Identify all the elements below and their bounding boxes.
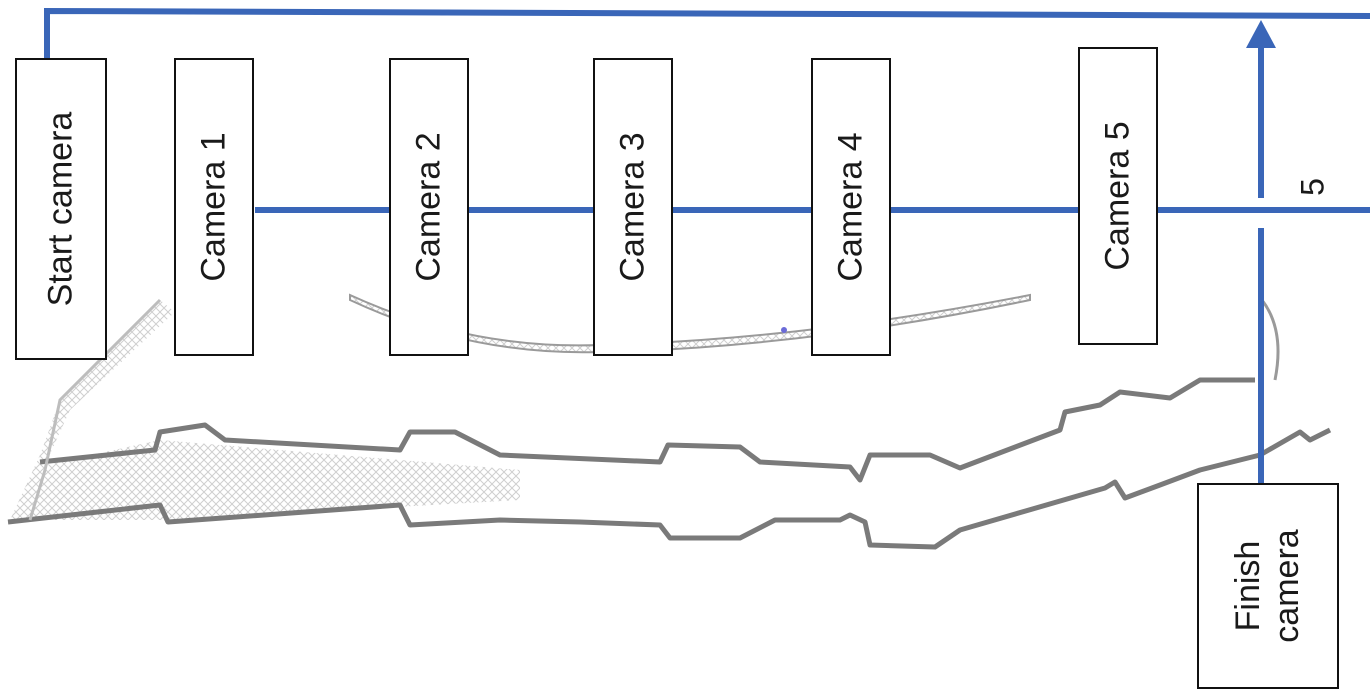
- top-link-line: [44, 7, 1370, 63]
- camera-5-label: Camera 5: [1098, 121, 1137, 271]
- track-dot: [781, 327, 787, 333]
- finish-camera-label: Finish camera: [1229, 529, 1307, 642]
- camera-3-box: Camera 3: [593, 58, 673, 356]
- camera-3-label: Camera 3: [613, 132, 652, 282]
- start-camera-box: Start camera: [15, 58, 107, 360]
- track-hatch-left: [10, 300, 520, 520]
- camera-2-box: Camera 2: [389, 58, 469, 356]
- start-camera-label: Start camera: [41, 111, 80, 307]
- camera-1-label: Camera 1: [194, 132, 233, 282]
- side-number-label: 5: [1294, 178, 1331, 196]
- track-left-edge: [28, 298, 162, 521]
- track-lower-wall: [7, 427, 1332, 550]
- track-upper-wall: [39, 377, 1255, 483]
- track-hatch-curve: [349, 293, 1031, 354]
- camera-2-label: Camera 2: [409, 132, 448, 282]
- camera-4-box: Camera 4: [811, 58, 891, 356]
- camera-4-label: Camera 4: [831, 132, 870, 282]
- track-map: [7, 293, 1332, 550]
- camera-5-box: Camera 5: [1078, 47, 1158, 345]
- arrowhead-icon: [1246, 20, 1276, 48]
- track-right-curve: [1260, 299, 1280, 381]
- finish-camera-box: Finish camera: [1197, 483, 1339, 689]
- finish-camera-label-line2: camera: [1268, 529, 1306, 643]
- finish-camera-label-line1: Finish: [1228, 540, 1267, 632]
- camera-1-box: Camera 1: [174, 58, 254, 356]
